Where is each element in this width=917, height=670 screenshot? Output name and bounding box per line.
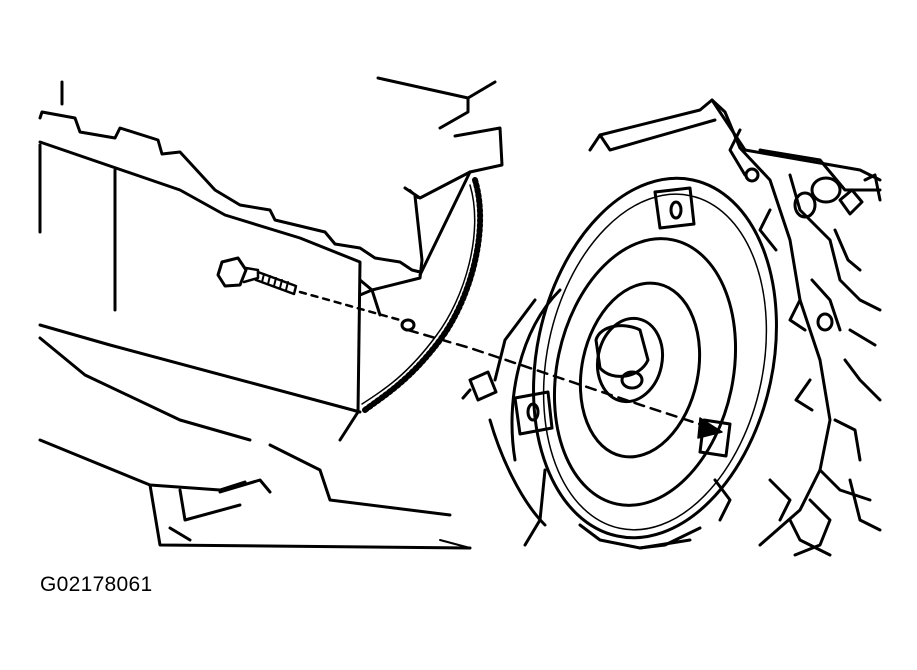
bolt <box>216 256 416 332</box>
transmission-case <box>523 98 882 557</box>
engine-block <box>38 76 504 550</box>
torque-converter <box>461 176 778 540</box>
flywheel-ring-gear <box>361 177 484 413</box>
figure-id-label: G02178061 <box>40 573 153 596</box>
alignment-arrow <box>406 328 723 439</box>
